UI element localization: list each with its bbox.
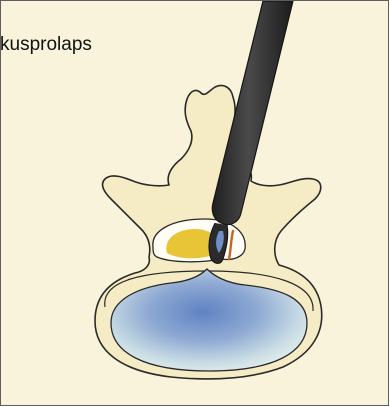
spine-endoscopy-illustration (1, 1, 389, 406)
illustration-panel: kusprolaps (0, 0, 389, 406)
